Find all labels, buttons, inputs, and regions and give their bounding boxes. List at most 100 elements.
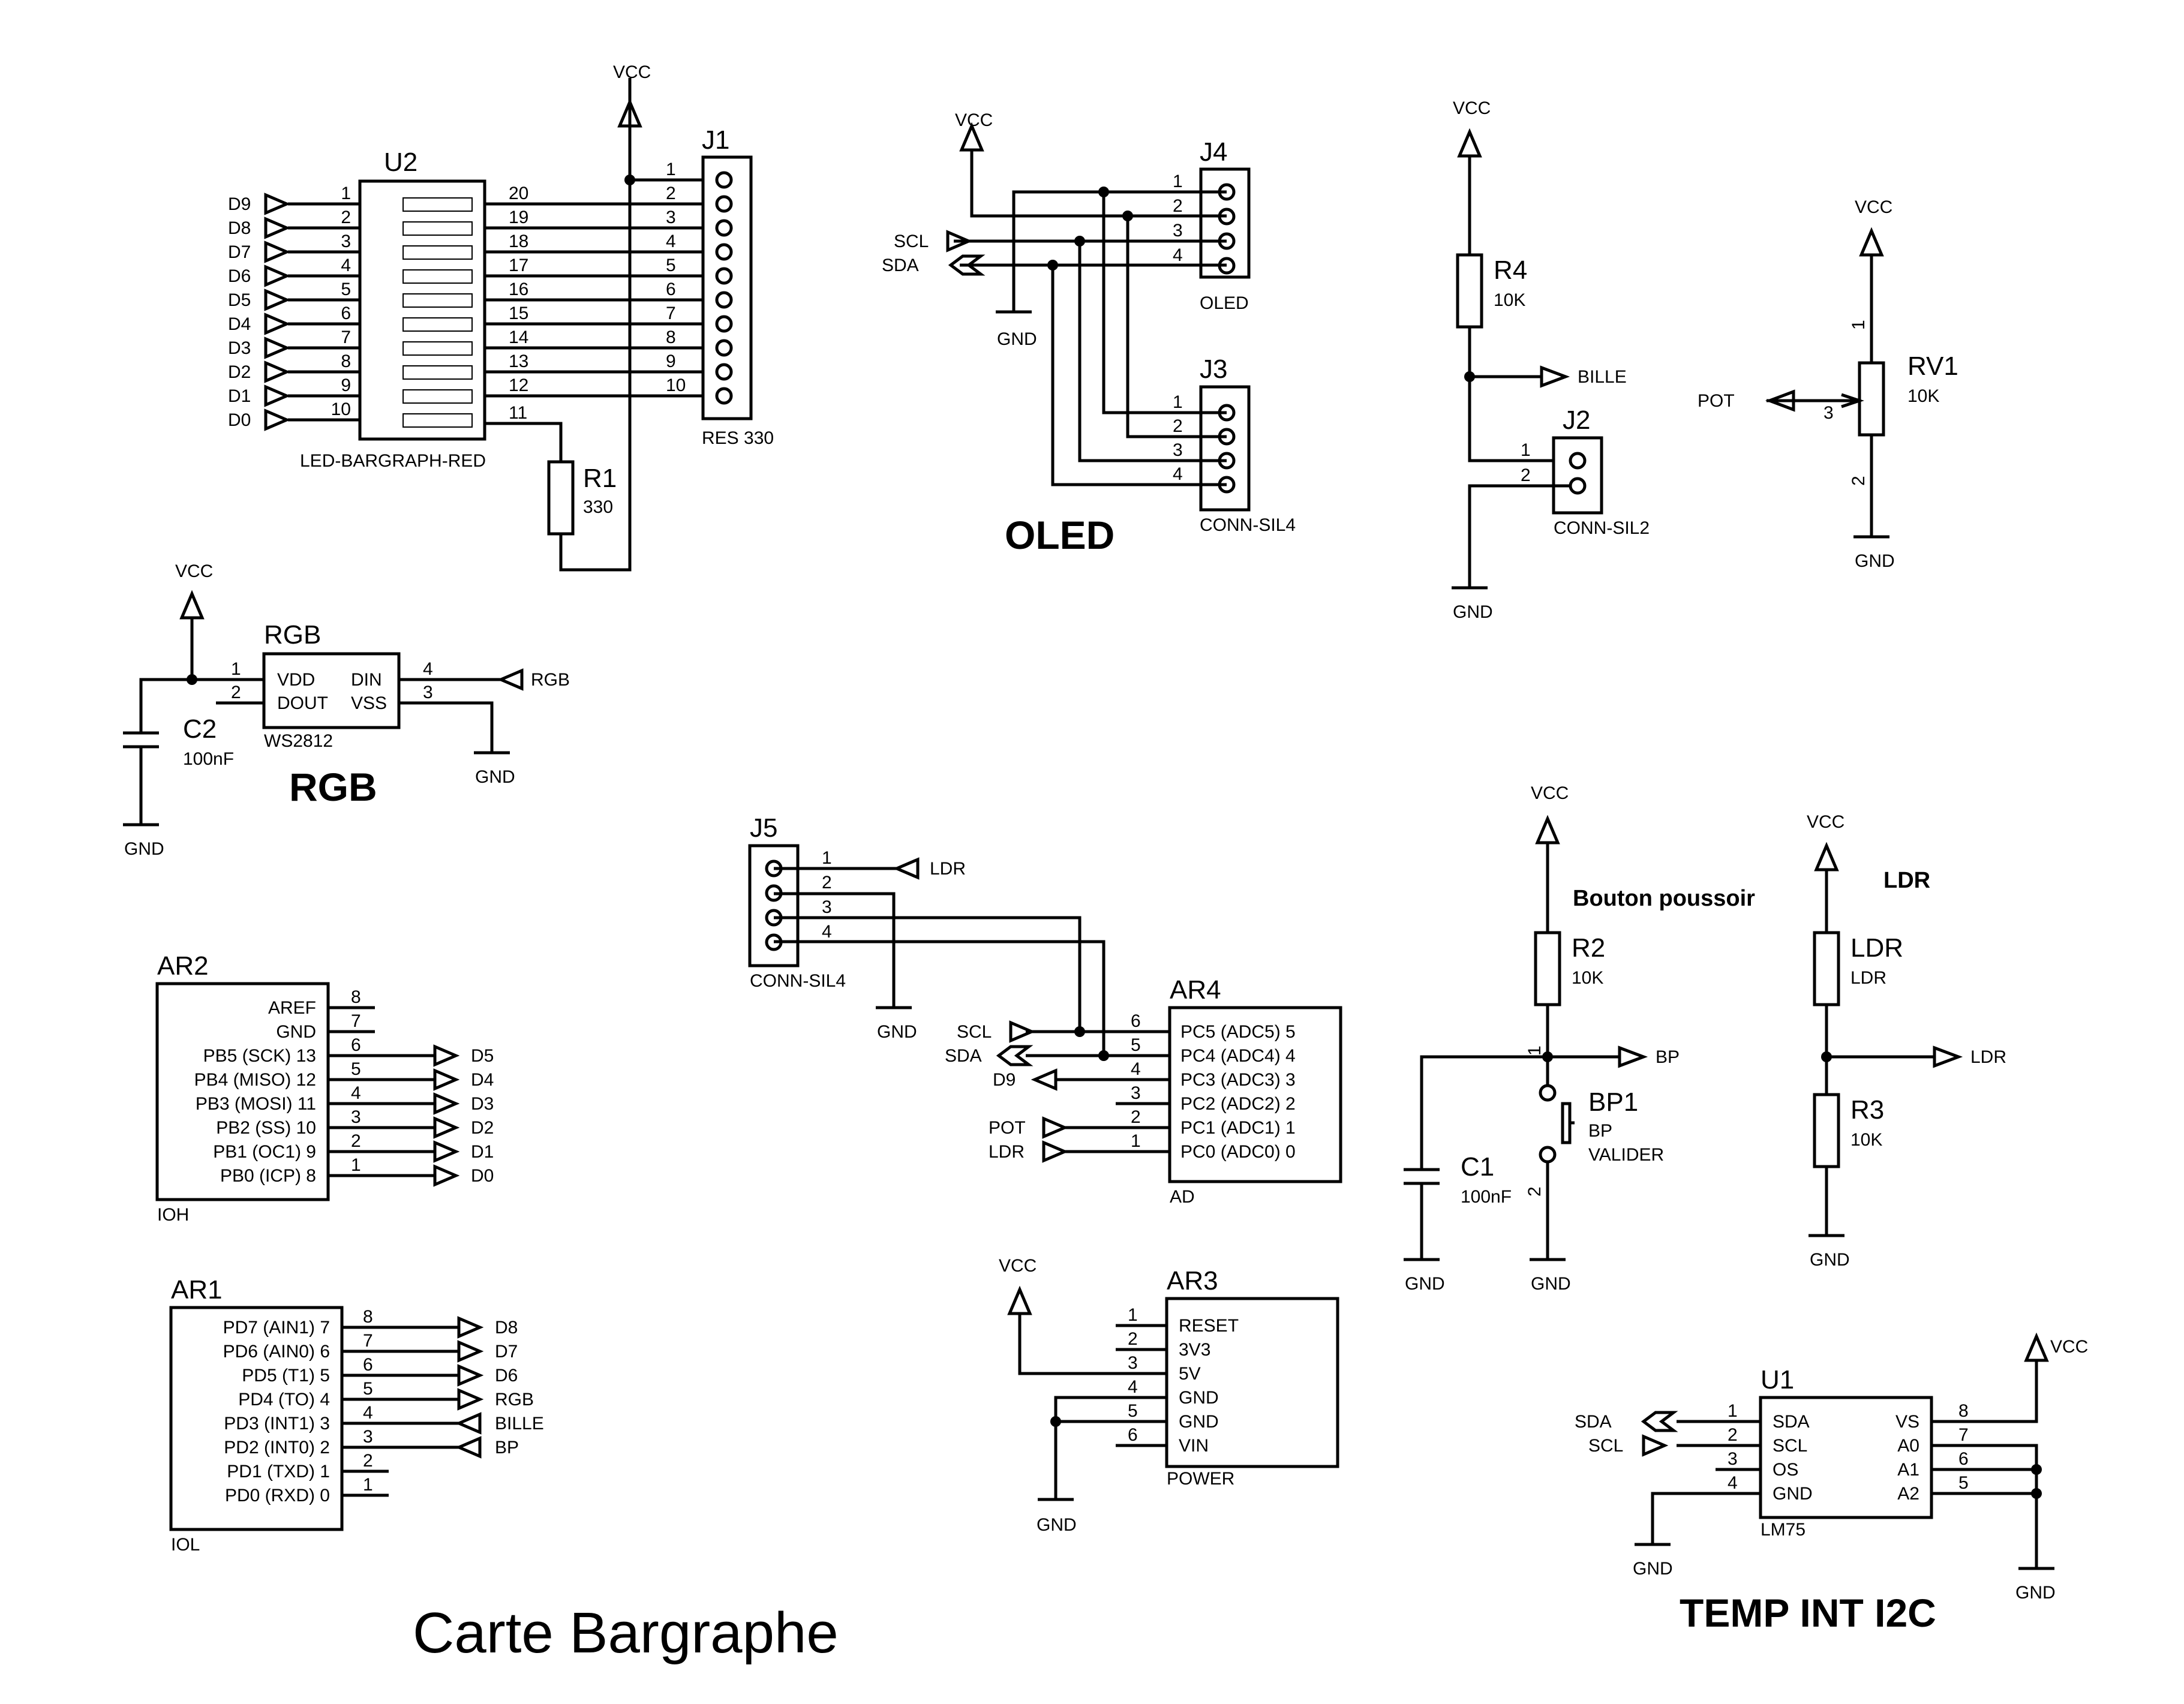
rv1-pin1-number: 1 — [1849, 320, 1868, 330]
j3-value: CONN-SIL4 — [1200, 515, 1296, 535]
u2-pin11-wire — [485, 422, 563, 462]
ar1-net-label: D6 — [495, 1366, 518, 1386]
u1-right-number: 8 — [1958, 1401, 1969, 1421]
rgb-pin-vss: VSS — [351, 693, 387, 713]
ldr-port-icon — [893, 857, 920, 880]
ar1-pin-name: PD6 (AIN0) 6 — [223, 1342, 330, 1362]
u1-left-number: 4 — [1728, 1473, 1738, 1493]
d9-port-icon — [1031, 1068, 1058, 1091]
gnd-label: GND — [997, 329, 1037, 349]
j1-pin-icon — [715, 339, 733, 357]
net-port-icon — [457, 1340, 484, 1363]
u2-pin-number: 2 — [341, 208, 351, 227]
junction-dot — [1074, 236, 1085, 247]
ldr-net-label: LDR — [1970, 1047, 2006, 1067]
u2-pin-number: 16 — [509, 280, 528, 299]
junction-dot — [2031, 1488, 2042, 1499]
vcc-label: VCC — [1807, 812, 1844, 832]
u2-pin-number: 18 — [509, 232, 528, 251]
u2-net-label: D0 — [228, 410, 251, 430]
net-port-icon — [455, 1436, 482, 1459]
j1-pin-icon — [715, 195, 733, 213]
led-segment — [402, 341, 473, 356]
u1-right-number: 5 — [1958, 1473, 1969, 1493]
rgb-port-icon — [497, 668, 524, 691]
bp-net-label: BP — [1656, 1047, 1680, 1067]
ar1-net-label: RGB — [495, 1390, 534, 1410]
net-port-icon — [433, 1044, 460, 1067]
ldr-value: LDR — [1850, 968, 1886, 988]
vcc-arrow-icon — [1007, 1285, 1032, 1315]
ar3-pin-name: GND — [1179, 1388, 1219, 1408]
j2-pin1-number: 1 — [1521, 440, 1531, 460]
ar4-pin-number: 5 — [1131, 1035, 1141, 1055]
oled-vcc-wire — [970, 150, 1227, 218]
c1-ref: C1 — [1461, 1152, 1494, 1182]
gnd-label: GND — [124, 839, 164, 859]
junction-dot — [1098, 1050, 1109, 1061]
net-port-icon — [457, 1388, 484, 1411]
ar4-pin-number: 4 — [1131, 1059, 1141, 1079]
ar3-gnd-wire — [1054, 1396, 1116, 1499]
ar3-value: POWER — [1167, 1469, 1234, 1489]
j1-pin-icon — [715, 267, 733, 285]
u1-left-name: SCL — [1773, 1436, 1807, 1456]
net-port-icon — [457, 1316, 484, 1339]
ar3-pin-number: 2 — [1128, 1329, 1138, 1349]
r2-ref: R2 — [1572, 933, 1605, 963]
bille-section: VCC R4 10K BILLE J2 CONN-SIL2 1 2 GND — [1452, 98, 1650, 622]
ar4-pin-name: PC4 (ADC4) 4 — [1180, 1046, 1296, 1066]
j3-pin-number: 4 — [1173, 464, 1183, 484]
rgb-pin-vdd: VDD — [277, 670, 315, 690]
ar3-pin-number: 6 — [1128, 1425, 1138, 1445]
u2-pin-number: 9 — [341, 375, 351, 395]
ar2-pin-name: AREF — [268, 998, 316, 1018]
ar1-pin-number: 2 — [363, 1451, 373, 1471]
vcc-label: VCC — [2050, 1337, 2088, 1357]
u2-value: LED-BARGRAPH-RED — [300, 451, 486, 471]
junction-dot — [1122, 211, 1133, 221]
ar3-pin-number: 1 — [1128, 1305, 1138, 1325]
r4-value: 10K — [1494, 290, 1525, 310]
rgb-ref: RGB — [264, 620, 321, 650]
j5-ref: J5 — [750, 813, 777, 843]
ar2-pin-number: 3 — [351, 1107, 361, 1127]
oled-wire-4 — [1051, 265, 1227, 486]
rgb-pin2-number: 2 — [231, 683, 241, 702]
vcc-u2: VCC 1 — [613, 62, 703, 185]
ar1-net-label: BP — [495, 1438, 519, 1457]
u1-scl-label: SCL — [1588, 1436, 1623, 1456]
ar2-pin-name: PB0 (ICP) 8 — [220, 1166, 316, 1186]
ar2-pin-name: PB1 (OC1) 9 — [213, 1142, 316, 1162]
net-port-icon — [264, 217, 291, 239]
ar3-pin-name: RESET — [1179, 1316, 1239, 1336]
u2-pin-number: 17 — [509, 256, 528, 275]
rgb-value: WS2812 — [264, 731, 333, 751]
j5-gnd-wire — [774, 892, 896, 1008]
ar1-net-label: D8 — [495, 1318, 518, 1338]
bp1-value-2: VALIDER — [1588, 1145, 1664, 1165]
led-segment — [402, 413, 473, 428]
ar1-pin-name: PD3 (INT1) 3 — [224, 1414, 330, 1433]
u2-net-label: D3 — [228, 338, 251, 358]
ar2-body — [155, 982, 330, 1201]
vcc-label: VCC — [613, 62, 651, 82]
led-segment — [402, 365, 473, 380]
ar4-net-label: SDA — [945, 1046, 982, 1066]
r2-value: 10K — [1572, 968, 1603, 988]
rgb-pin4-number: 4 — [423, 659, 433, 679]
ar4-net-label: LDR — [989, 1142, 1025, 1162]
net-port-icon — [264, 360, 291, 383]
ar1-pin-number: 1 — [363, 1475, 373, 1495]
u1-body — [1759, 1396, 1933, 1519]
vcc-label: VCC — [1453, 98, 1491, 118]
j5-pin-number: 4 — [822, 922, 832, 942]
j1-pin-number: 6 — [666, 280, 676, 299]
j4-value: OLED — [1200, 293, 1249, 313]
pot-label: POT — [1698, 391, 1735, 411]
